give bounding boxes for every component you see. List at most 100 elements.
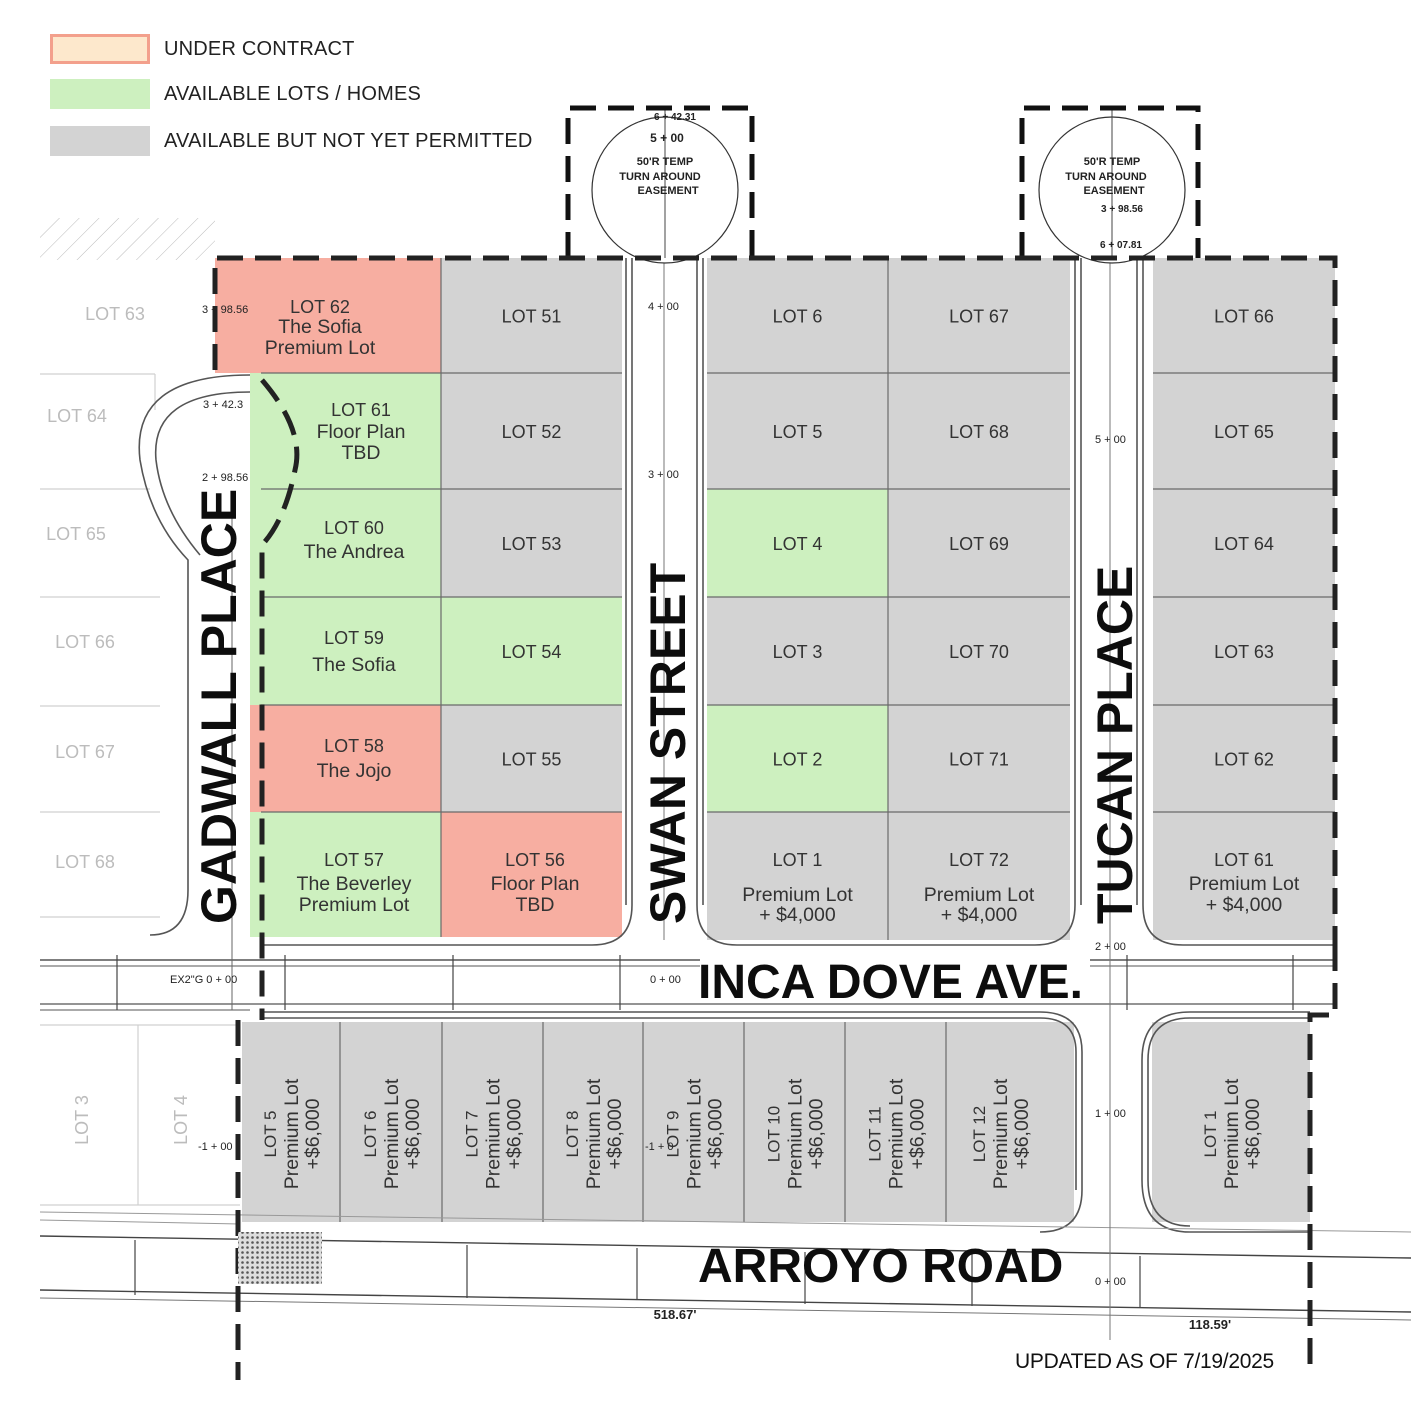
lot-parcel-lot71[interactable] bbox=[888, 705, 1070, 812]
lot-parcel-lot61e[interactable] bbox=[1153, 812, 1335, 940]
svg-text:4 + 00: 4 + 00 bbox=[648, 301, 679, 313]
lot-parcel-lot51[interactable] bbox=[441, 258, 622, 373]
lot-parcel-lot61[interactable] bbox=[250, 373, 441, 489]
legend-label: UNDER CONTRACT bbox=[164, 37, 355, 60]
lot-label-lot6: LOT 6 bbox=[773, 307, 823, 327]
lot-parcel-lot53[interactable] bbox=[441, 489, 622, 597]
lot-parcel-lot7s[interactable] bbox=[442, 1022, 543, 1222]
lot-parcel-lot57[interactable] bbox=[250, 812, 441, 937]
lot-parcel-lot67[interactable] bbox=[888, 258, 1070, 373]
lot-parcel-lot5[interactable] bbox=[707, 373, 888, 489]
legend-swatch bbox=[50, 126, 150, 156]
lot-parcel-lot70[interactable] bbox=[888, 597, 1070, 705]
lot-parcel-lot5s[interactable] bbox=[242, 1022, 340, 1222]
lot-parcel-lot11s[interactable] bbox=[845, 1022, 946, 1222]
lot-label-lot3: LOT 3 bbox=[773, 642, 823, 662]
lot-parcel-lot59[interactable] bbox=[250, 597, 441, 705]
lot-grid bbox=[261, 258, 1335, 1222]
svg-text:1 + 00: 1 + 00 bbox=[1095, 1108, 1126, 1120]
station-ticks bbox=[116, 955, 1294, 1308]
svg-text:TURN AROUND: TURN AROUND bbox=[619, 171, 701, 183]
svg-text:518.67': 518.67' bbox=[654, 1307, 697, 1322]
svg-text:3 + 98.56: 3 + 98.56 bbox=[1101, 204, 1143, 215]
lot-parcel-lot52[interactable] bbox=[441, 373, 622, 489]
lot-parcel-lot1[interactable] bbox=[707, 812, 888, 940]
lot-parcel-lot8s[interactable] bbox=[543, 1022, 643, 1222]
svg-text:0 + 00: 0 + 00 bbox=[1095, 1276, 1126, 1288]
neighbor-lot-n63: LOT 63 bbox=[85, 304, 145, 324]
lot-label-lot64e: LOT 64 bbox=[1214, 534, 1274, 554]
svg-text:0 + 00: 0 + 00 bbox=[650, 974, 681, 986]
lot-parcel-lot69[interactable] bbox=[888, 489, 1070, 597]
legend-label: AVAILABLE LOTS / HOMES bbox=[164, 82, 422, 105]
svg-text:5 + 00: 5 + 00 bbox=[650, 131, 684, 145]
neighbor-lot-n65: LOT 65 bbox=[46, 524, 106, 544]
lot-parcel-lot72[interactable] bbox=[888, 812, 1070, 940]
street-gadwall-place: GADWALL PLACE bbox=[191, 489, 247, 924]
lot-label-lot5s: LOT 5Premium Lot+$6,000 bbox=[261, 1078, 324, 1189]
lot-parcel-lot63e[interactable] bbox=[1153, 597, 1335, 705]
street-tucan-place: TUCAN PLACE bbox=[1087, 566, 1143, 924]
legend-item-under-contract: UNDER CONTRACT bbox=[50, 34, 355, 64]
lot-parcel-lot62e[interactable] bbox=[1153, 705, 1335, 812]
neighbor-lot-n67: LOT 67 bbox=[55, 742, 115, 762]
lot-parcel-lot56[interactable] bbox=[441, 812, 622, 937]
neighbor-lot-n3: LOT 3 bbox=[72, 1095, 92, 1145]
lot-parcel-lot64e[interactable] bbox=[1153, 489, 1335, 597]
station-labels: 3 + 98.56 3 + 42.3 2 + 98.56 4 + 00 3 + … bbox=[170, 301, 1126, 1288]
lot-parcel-lot60[interactable] bbox=[250, 489, 441, 597]
lot-label-lot8s: LOT 8Premium Lot+$6,000 bbox=[563, 1078, 626, 1189]
neighbor-lot-n64: LOT 64 bbox=[47, 406, 107, 426]
svg-text:3 + 42.3: 3 + 42.3 bbox=[203, 399, 243, 411]
svg-text:EASEMENT: EASEMENT bbox=[1083, 185, 1144, 197]
lot-parcel-lot68[interactable] bbox=[888, 373, 1070, 489]
lot-parcel-lot6[interactable] bbox=[707, 258, 888, 373]
lot-parcel-lot54[interactable] bbox=[441, 597, 622, 705]
lot-parcel-lot12s[interactable] bbox=[946, 1022, 1074, 1222]
lot-parcel-lot10s[interactable] bbox=[744, 1022, 845, 1222]
lot-parcel-lot3[interactable] bbox=[707, 597, 888, 705]
lot-label-lot53: LOT 53 bbox=[502, 534, 562, 554]
lot-label-lot55: LOT 55 bbox=[502, 750, 562, 770]
lot-parcel-lot66e[interactable] bbox=[1153, 258, 1335, 373]
lot-label-lot7s: LOT 7Premium Lot+$6,000 bbox=[463, 1078, 526, 1189]
svg-text:EASEMENT: EASEMENT bbox=[637, 185, 698, 197]
lot-parcel-lot55[interactable] bbox=[441, 705, 622, 812]
lot-label-lot1s: LOT 1Premium Lot+$6,000 bbox=[1201, 1078, 1264, 1189]
lot-label-lot70: LOT 70 bbox=[949, 642, 1009, 662]
lot-parcel-lot1s[interactable] bbox=[1152, 1022, 1310, 1222]
lot-parcel-lot58[interactable] bbox=[250, 705, 441, 812]
svg-text:50'R TEMP: 50'R TEMP bbox=[637, 156, 693, 168]
lot-label-lot66e: LOT 66 bbox=[1214, 307, 1274, 327]
lot-parcel-lot62[interactable] bbox=[215, 258, 441, 373]
legend-label: AVAILABLE BUT NOT YET PERMITTED bbox=[164, 129, 533, 152]
lot-label-lot71: LOT 71 bbox=[949, 750, 1009, 770]
lot-label-lot4: LOT 4 bbox=[773, 534, 823, 554]
lot-label-lot52: LOT 52 bbox=[502, 422, 562, 442]
lot-parcel-lot65e[interactable] bbox=[1153, 373, 1335, 489]
svg-text:TURN AROUND: TURN AROUND bbox=[1065, 171, 1147, 183]
dimension-labels: 518.67' 118.59' bbox=[654, 1307, 1232, 1332]
lot-parcel-lot4[interactable] bbox=[707, 489, 888, 597]
lot-label-lot62e: LOT 62 bbox=[1214, 750, 1274, 770]
svg-text:-1 + 00: -1 + 00 bbox=[198, 1141, 233, 1153]
legend-swatch bbox=[50, 79, 150, 109]
lot-parcel-lot2[interactable] bbox=[707, 705, 888, 812]
svg-text:2 + 98.56: 2 + 98.56 bbox=[202, 472, 248, 484]
lot-parcel-lot9s[interactable] bbox=[643, 1022, 744, 1222]
svg-text:3 + 98.56: 3 + 98.56 bbox=[202, 304, 248, 316]
lot-parcel-lot6s[interactable] bbox=[340, 1022, 442, 1222]
legend-item-not-permitted: AVAILABLE BUT NOT YET PERMITTED bbox=[50, 126, 533, 156]
lot-label-lot6s: LOT 6Premium Lot+$6,000 bbox=[361, 1078, 424, 1189]
neighbor-lot-n68: LOT 68 bbox=[55, 852, 115, 872]
drainage-pad bbox=[238, 1232, 322, 1284]
